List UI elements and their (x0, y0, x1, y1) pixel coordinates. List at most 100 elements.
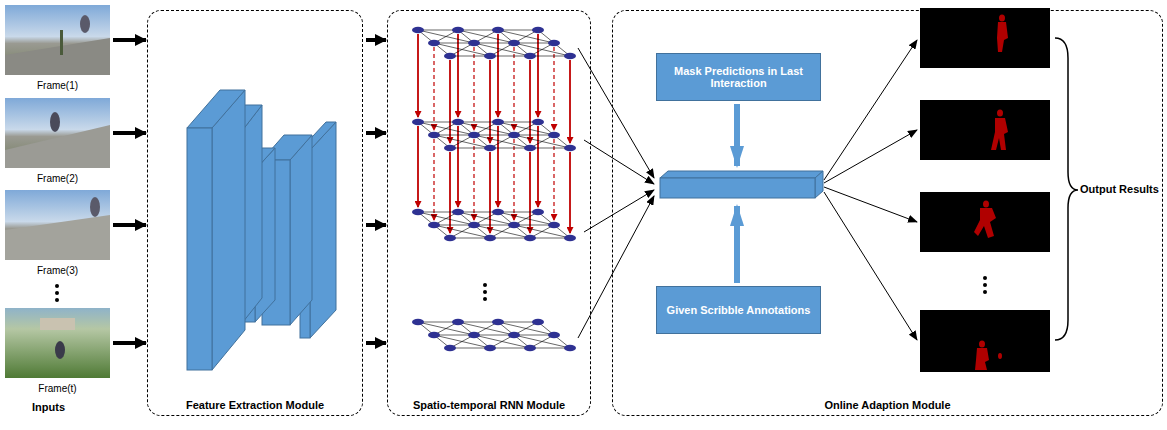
recurrent-arrow (489, 60, 491, 143)
mask-output (920, 8, 1050, 68)
frame-image (80, 15, 90, 33)
ellipsis-dots (55, 298, 59, 302)
mask-output (998, 353, 1002, 359)
recurrent-arrow (457, 126, 459, 207)
graph-node (412, 27, 424, 33)
graph-node (564, 145, 576, 151)
frame-image (5, 38, 110, 75)
output-arrow (824, 130, 917, 183)
graph-node (484, 235, 496, 241)
recurrent-arrow (417, 126, 419, 207)
output-arrow (824, 40, 917, 180)
input-frame: Frame(3) (5, 190, 110, 276)
recurrent-arrow (489, 152, 491, 233)
output-arrow (824, 192, 917, 340)
mask-output (997, 22, 1008, 52)
recurrent-arrow (449, 60, 451, 143)
flow-arrow (113, 223, 146, 227)
frame-image (5, 308, 110, 378)
graph-node (492, 27, 504, 33)
graph-node (532, 319, 544, 325)
frame-image (55, 341, 65, 359)
graph-node (452, 119, 464, 125)
recurrent-arrow (433, 47, 434, 130)
frame-image (5, 98, 110, 168)
output-brace (1055, 38, 1078, 340)
graph-node (564, 345, 576, 351)
feature-bar (660, 171, 823, 198)
rnn-grid-part (514, 43, 570, 56)
recurrent-arrow (537, 126, 539, 207)
recurrent-arrow (449, 152, 451, 233)
frame-image (5, 190, 110, 260)
input-frame: Frame(2) (5, 98, 110, 184)
recurrent-arrow (457, 34, 459, 117)
feature-bar (660, 178, 815, 198)
frame-image (40, 318, 75, 330)
graph-node (508, 222, 520, 228)
input-box: Given Scribble Annotations (656, 286, 821, 334)
fusion-arrow (578, 48, 654, 338)
graph-node (468, 132, 480, 138)
recurrent-arrow (553, 139, 554, 220)
fusion-arrow (578, 196, 654, 338)
rnn-grid-part (514, 135, 570, 148)
graph-node (524, 53, 536, 59)
frame-image (5, 5, 110, 75)
node-label: Feature Extraction Module (148, 399, 362, 411)
cnn-blocks (187, 90, 336, 370)
recurrent-arrow (513, 139, 514, 220)
graph-node (508, 40, 520, 46)
graph-node (428, 332, 440, 338)
graph-node (548, 332, 560, 338)
input-box: Mask Predictions in Last Interaction (656, 53, 821, 101)
recurrent-arrow (569, 152, 571, 233)
recurrent-arrow (417, 34, 419, 117)
graph-node (468, 40, 480, 46)
flow-arrow (113, 131, 146, 135)
mask-output (920, 192, 1050, 252)
mask-output (920, 310, 1050, 372)
mask-output (974, 208, 996, 238)
frame-image (5, 98, 110, 168)
feature-bar (815, 171, 823, 198)
cnn-blocks (310, 122, 336, 338)
frame-image (90, 197, 100, 217)
ellipsis-dots (983, 276, 987, 280)
node-label: Frame(1) (5, 80, 110, 91)
cnn-blocks (187, 128, 212, 370)
feature-bar (660, 171, 823, 178)
recurrent-arrow (513, 47, 514, 130)
input-arrow (734, 104, 740, 166)
frame-image (5, 125, 110, 168)
mask-output (999, 15, 1005, 22)
rnn-grid-part (514, 225, 570, 238)
recurrent-arrow (569, 60, 571, 143)
mask-output (975, 348, 989, 370)
graph-node (484, 53, 496, 59)
node-label: Frame(3) (5, 265, 110, 276)
ellipsis-dots (483, 297, 487, 301)
flow-arrow (366, 131, 386, 135)
flow-arrow (366, 38, 386, 42)
module-box: Spatio-temporal RNN Module (387, 10, 591, 416)
recurrent-arrow (529, 152, 531, 233)
graph-node (444, 53, 456, 59)
ellipsis-dots (483, 283, 487, 287)
graph-node (524, 345, 536, 351)
graph-node (428, 222, 440, 228)
module-box: Feature Extraction Module (147, 10, 363, 416)
node-label: Online Adaption Module (613, 399, 1162, 411)
frame-image (50, 112, 60, 132)
input-frame: Frame(1) (5, 5, 110, 91)
recurrent-arrow (473, 139, 474, 220)
input-frame: Frame(t) (5, 308, 110, 394)
recurrent-arrow (433, 139, 434, 220)
graph-node (532, 119, 544, 125)
node-label: Given Scribble Annotations (667, 304, 811, 316)
column-label: Inputs (32, 401, 65, 413)
recurrent-arrow (553, 47, 554, 130)
flow-arrow (366, 223, 386, 227)
graph-node (412, 319, 424, 325)
